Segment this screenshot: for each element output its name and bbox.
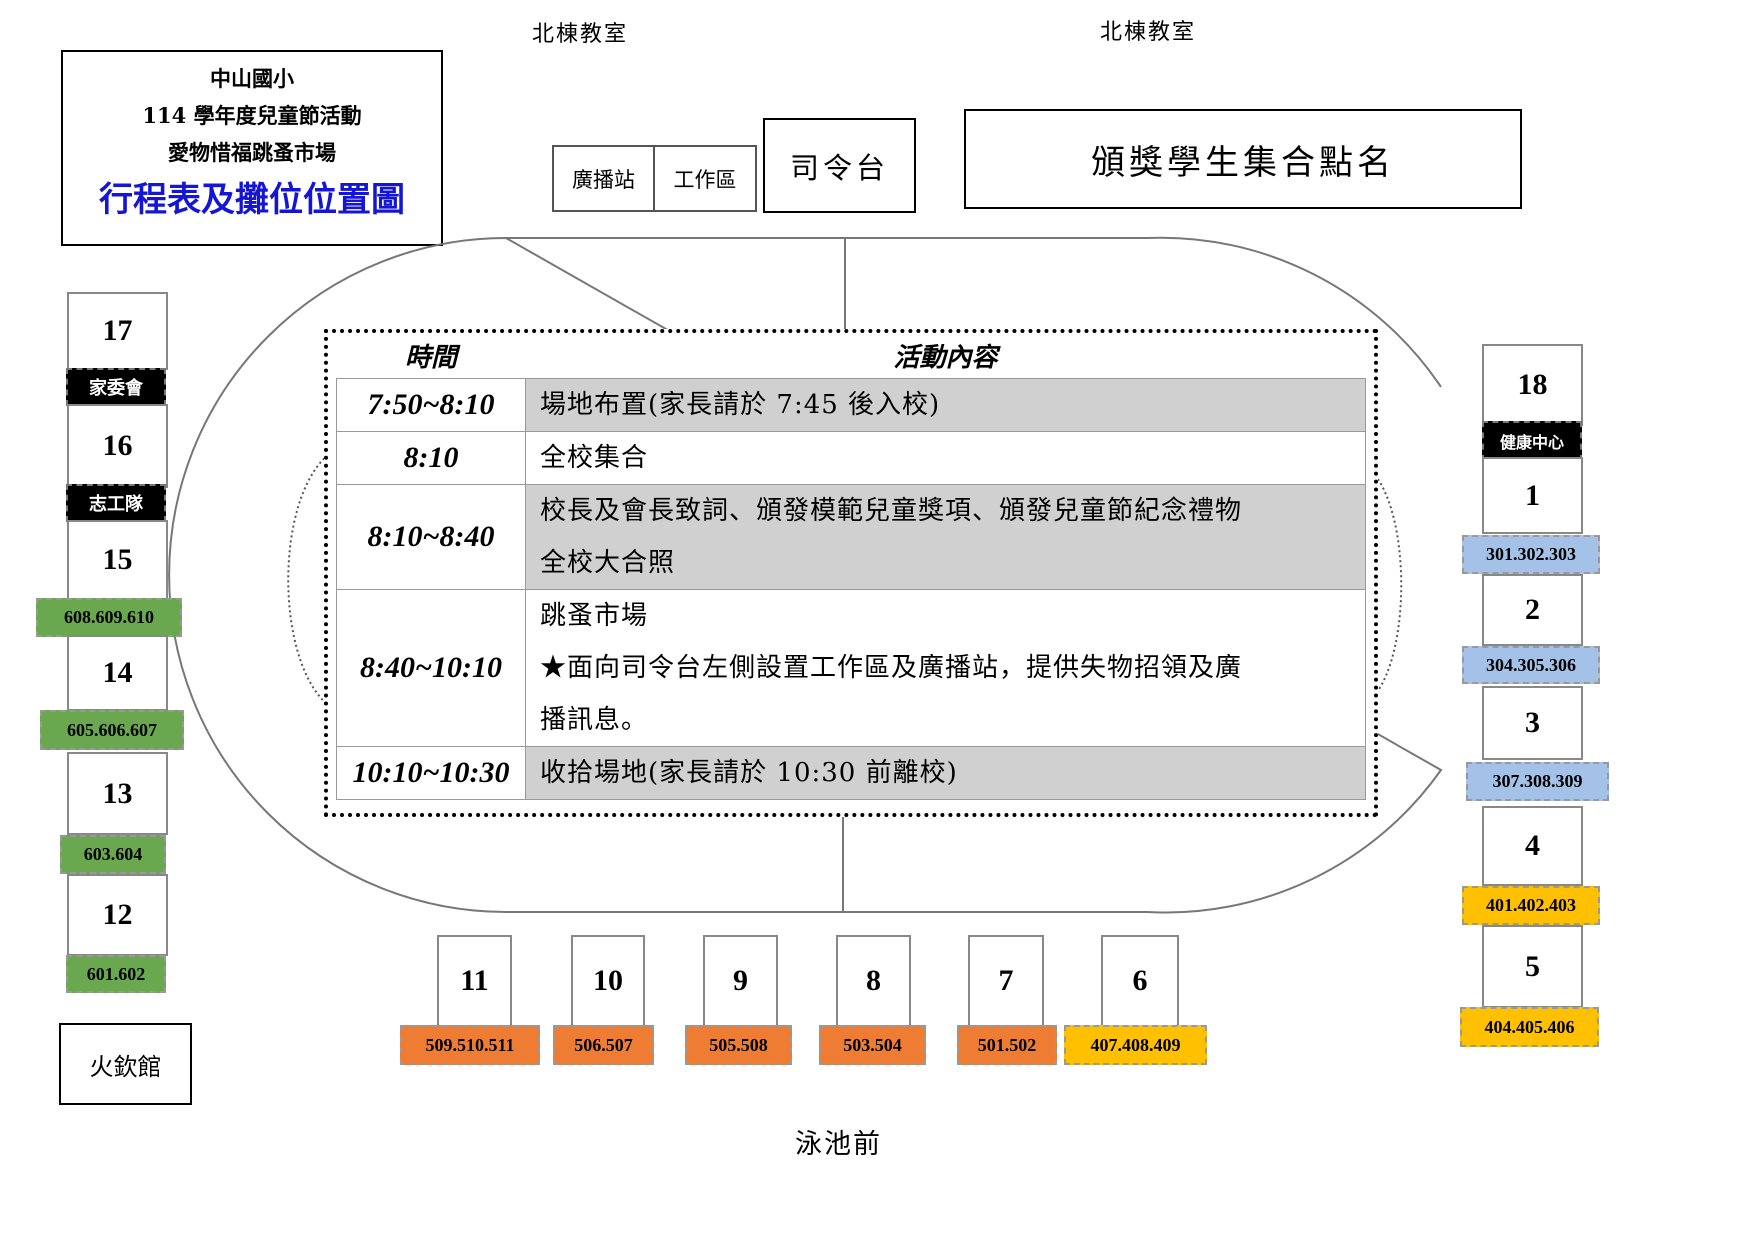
schedule-time: 8:10~8:40 bbox=[336, 484, 526, 590]
stall-2: 2 bbox=[1482, 574, 1583, 646]
track-inner-right bbox=[1374, 474, 1403, 696]
stall-4: 4 bbox=[1482, 806, 1583, 886]
event-name: 114 學年度兒童節活動 bbox=[142, 103, 362, 128]
schedule-time: 7:50~8:10 bbox=[336, 378, 526, 432]
track-outer bbox=[168, 236, 1443, 914]
stall-16: 16 bbox=[67, 404, 168, 488]
stall-9: 9 bbox=[703, 935, 778, 1027]
pool-label: 泳池前 bbox=[795, 1129, 882, 1160]
stage-label: 司令台 bbox=[789, 150, 889, 185]
schedule-header-time: 時間 bbox=[336, 333, 526, 379]
schedule-time: 10:10~10:30 bbox=[336, 746, 526, 800]
market-name: 愛物惜福跳蚤市場 bbox=[168, 140, 336, 165]
award-assembly-box: 頒獎學生集合點名 bbox=[964, 109, 1522, 209]
stall-8-classes: 503.504 bbox=[819, 1025, 926, 1065]
schedule-row: 8:40~10:10 跳蚤市場 ★面向司令台左側設置工作區及廣播站，提供失物招領… bbox=[336, 589, 1366, 747]
stall-1: 1 bbox=[1482, 457, 1583, 534]
title-box: 中山國小 114 學年度兒童節活動 愛物惜福跳蚤市場 行程表及攤位位置圖 bbox=[61, 50, 443, 246]
stall-6: 6 bbox=[1101, 935, 1179, 1027]
stall-5: 5 bbox=[1482, 925, 1583, 1008]
stall-2-classes: 304.305.306 bbox=[1462, 646, 1600, 684]
volunteer-team-label: 志工隊 bbox=[66, 484, 166, 522]
stall-3-classes: 307.308.309 bbox=[1466, 762, 1609, 801]
stall-15: 15 bbox=[67, 520, 168, 600]
health-center-label: 健康中心 bbox=[1482, 421, 1582, 461]
schedule-row: 10:10~10:30 收拾場地(家長請於 10:30 前離校) bbox=[336, 746, 1366, 800]
stall-12-classes: 601.602 bbox=[66, 955, 166, 993]
stall-3: 3 bbox=[1482, 686, 1583, 760]
north-building-label-left: 北棟教室 bbox=[532, 22, 629, 47]
stall-17: 17 bbox=[67, 292, 168, 370]
huoqin-hall-label: 火欽館 bbox=[89, 1052, 162, 1081]
schedule-header-content: 活動內容 bbox=[525, 333, 1366, 379]
north-building-label-right: 北棟教室 bbox=[1100, 20, 1197, 45]
stage-box: 司令台 bbox=[763, 118, 916, 213]
schedule-content: 場地布置(家長請於 7:45 後入校) bbox=[525, 378, 1366, 432]
stall-7-classes: 501.502 bbox=[957, 1025, 1057, 1065]
schedule-time: 8:40~10:10 bbox=[336, 589, 526, 747]
stall-12: 12 bbox=[67, 874, 168, 956]
track-inner-left bbox=[287, 454, 329, 706]
schedule-content: 全校集合 bbox=[525, 431, 1366, 485]
page-title: 行程表及攤位位置圖 bbox=[99, 180, 405, 220]
schedule-row: 7:50~8:10 場地布置(家長請於 7:45 後入校) bbox=[336, 378, 1366, 432]
stall-4-classes: 401.402.403 bbox=[1462, 886, 1600, 925]
schedule-content: 跳蚤市場 ★面向司令台左側設置工作區及廣播站，提供失物招領及廣 播訊息。 bbox=[525, 589, 1366, 747]
stall-15-classes: 608.609.610 bbox=[36, 598, 182, 637]
stall-14: 14 bbox=[67, 635, 168, 711]
work-area-box: 工作區 bbox=[653, 145, 757, 212]
broadcast-station-label: 廣播站 bbox=[572, 167, 635, 192]
stall-10-classes: 506.507 bbox=[553, 1025, 654, 1065]
stall-5-classes: 404.405.406 bbox=[1460, 1007, 1599, 1047]
stall-6-classes: 407.408.409 bbox=[1064, 1025, 1207, 1065]
stall-9-classes: 505.508 bbox=[685, 1025, 792, 1065]
huoqin-hall-box: 火欽館 bbox=[59, 1023, 192, 1105]
stall-7: 7 bbox=[968, 935, 1044, 1027]
stall-11-classes: 509.510.511 bbox=[400, 1025, 540, 1065]
stall-14-classes: 605.606.607 bbox=[40, 710, 184, 750]
stall-11: 11 bbox=[437, 935, 512, 1027]
stall-10: 10 bbox=[571, 935, 645, 1027]
work-area-label: 工作區 bbox=[673, 167, 737, 192]
school-name: 中山國小 bbox=[210, 66, 294, 91]
stall-8: 8 bbox=[836, 935, 911, 1027]
parent-committee-label: 家委會 bbox=[66, 368, 166, 406]
award-assembly-label: 頒獎學生集合點名 bbox=[1091, 142, 1395, 183]
stall-18: 18 bbox=[1482, 344, 1583, 426]
broadcast-station-box: 廣播站 bbox=[552, 145, 655, 212]
schedule-table: 時間 活動內容 7:50~8:10 場地布置(家長請於 7:45 後入校) 8:… bbox=[324, 329, 1378, 817]
stall-13: 13 bbox=[67, 752, 168, 835]
schedule-content: 收拾場地(家長請於 10:30 前離校) bbox=[525, 746, 1366, 800]
schedule-content: 校長及會長致詞、頒發模範兒童獎項、頒發兒童節紀念禮物 全校大合照 bbox=[525, 484, 1366, 590]
stall-1-classes: 301.302.303 bbox=[1462, 535, 1600, 574]
stall-13-classes: 603.604 bbox=[60, 835, 166, 874]
schedule-time: 8:10 bbox=[336, 431, 526, 485]
schedule-row: 8:10 全校集合 bbox=[336, 431, 1366, 485]
schedule-row: 8:10~8:40 校長及會長致詞、頒發模範兒童獎項、頒發兒童節紀念禮物 全校大… bbox=[336, 484, 1366, 590]
